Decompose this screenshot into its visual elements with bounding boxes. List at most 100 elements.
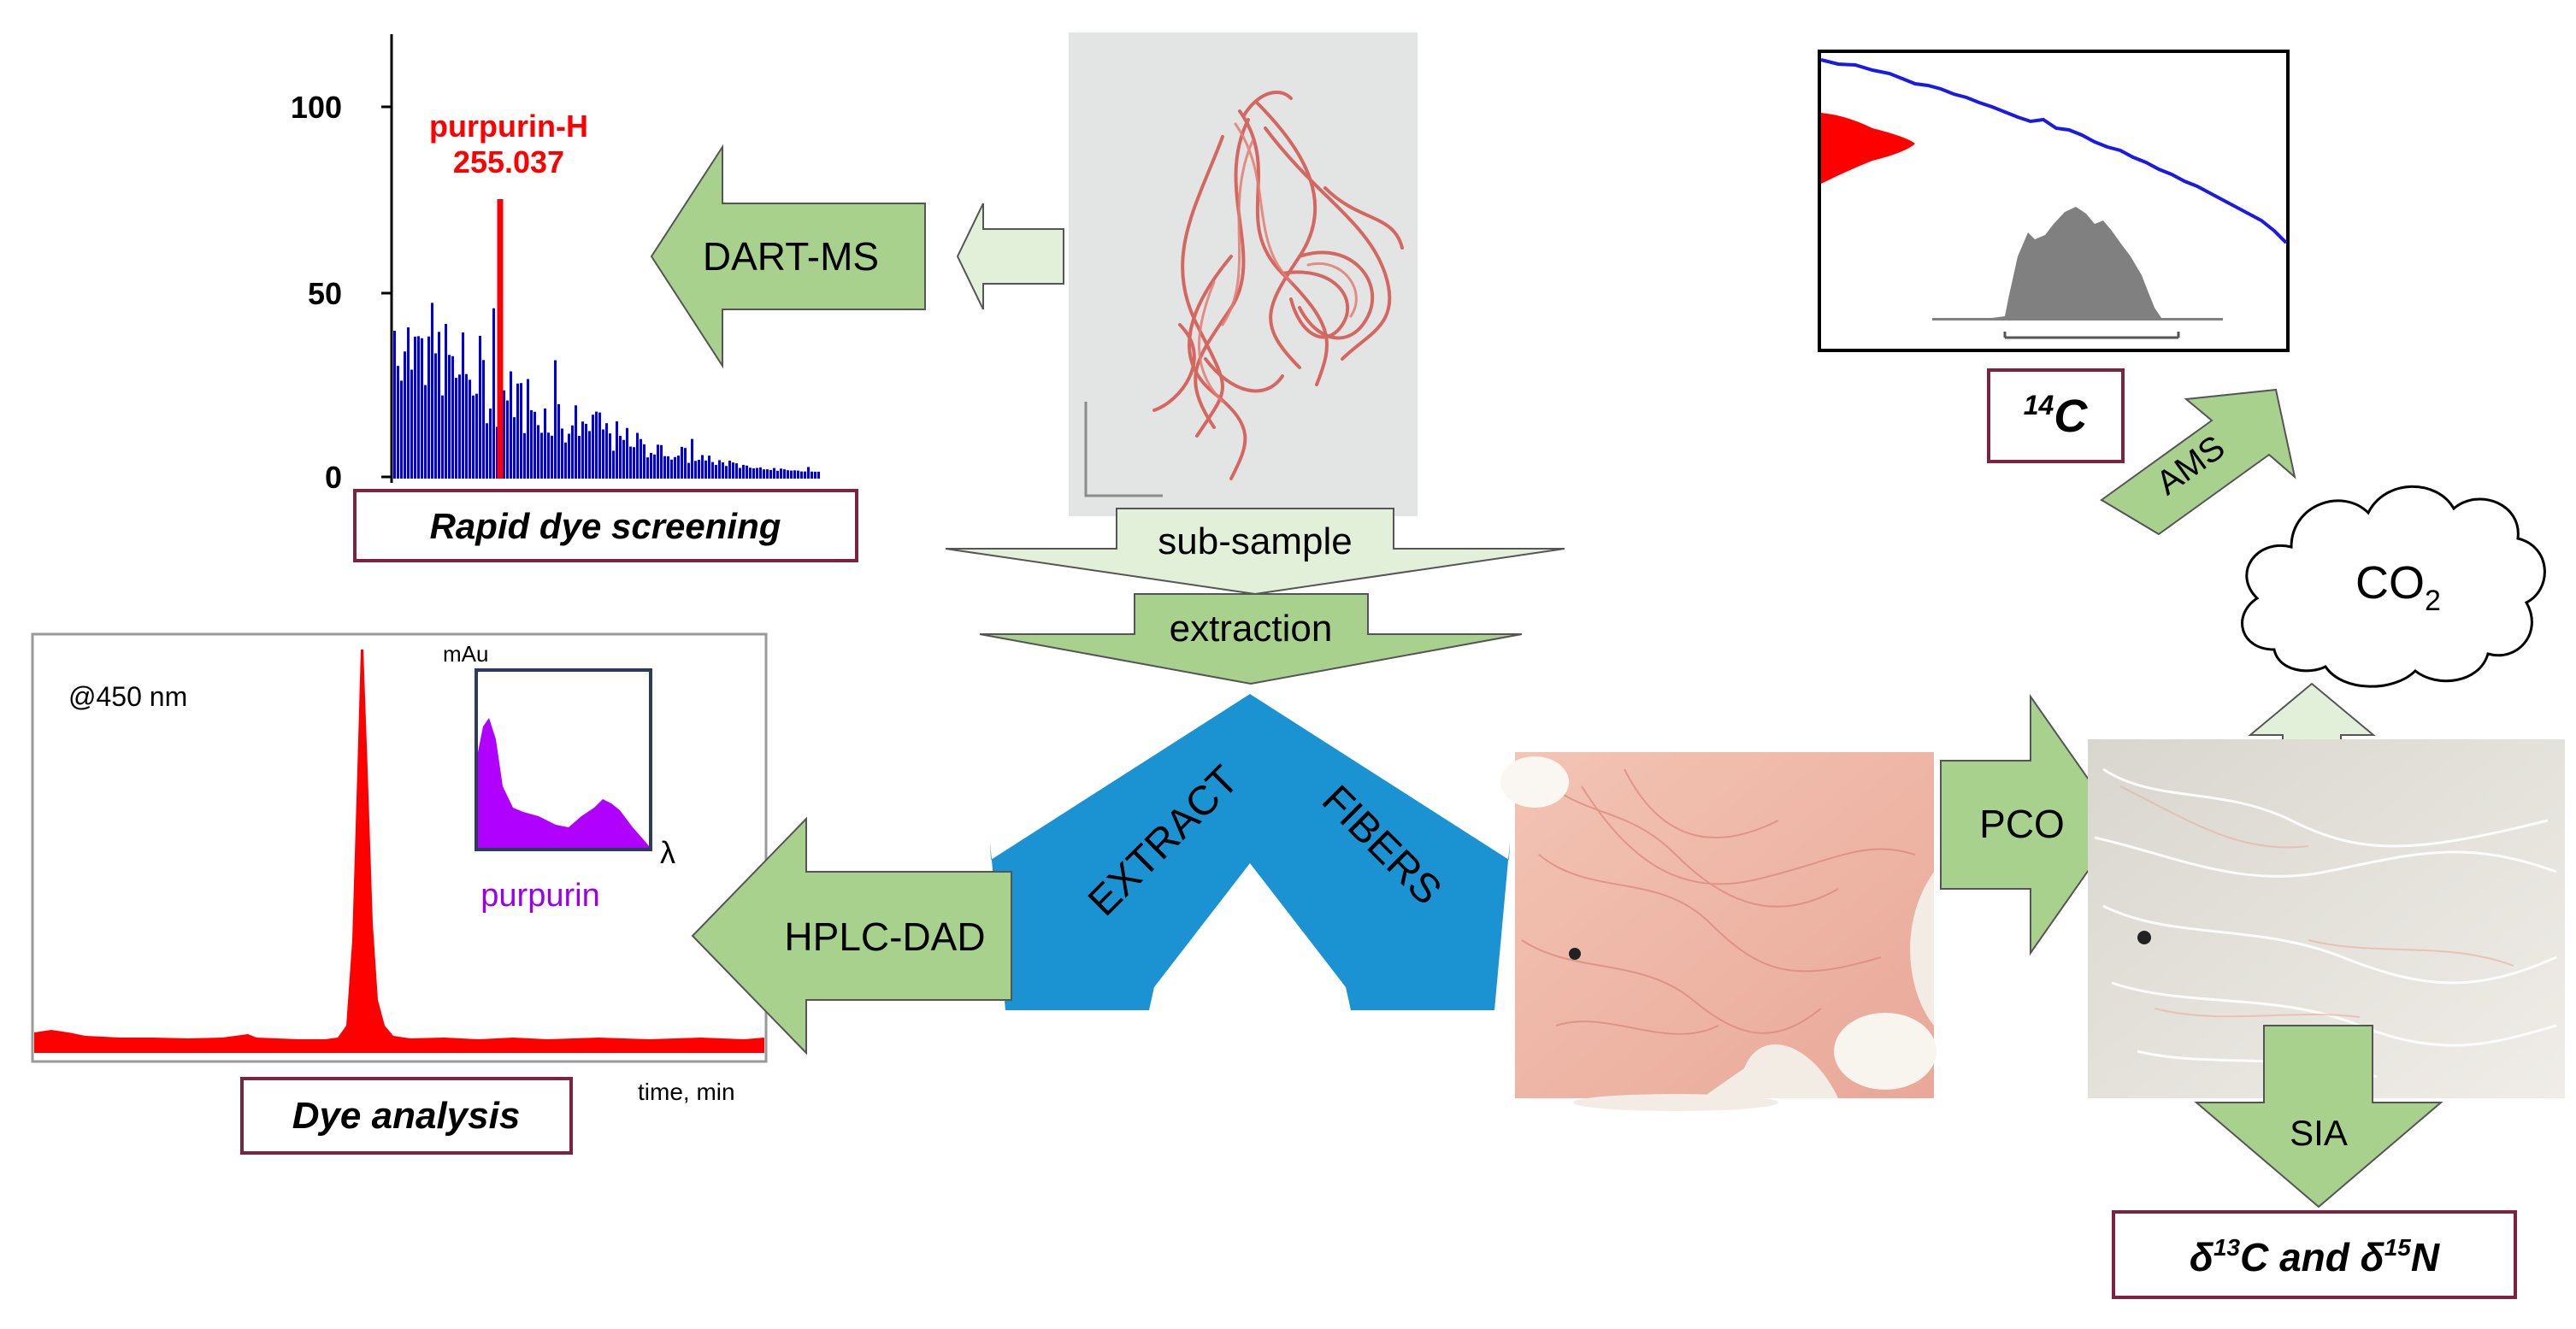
ms-bar (797, 470, 799, 479)
ms-tick-100: 100 (291, 90, 342, 125)
ms-bar (451, 356, 454, 479)
calibration-curve (1820, 58, 2288, 244)
radiocarbon-age-distribution (1821, 113, 1915, 184)
ms-bar (633, 447, 635, 479)
ms-bar (520, 383, 522, 479)
ms-bar (776, 470, 779, 479)
ms-bar (783, 469, 786, 479)
ms-bar (800, 471, 803, 479)
ms-bar (561, 428, 563, 479)
ms-bar (492, 308, 495, 479)
ms-bar (650, 452, 652, 479)
inset-lambda-label: λ (660, 835, 675, 870)
calibrated-age-distribution (1932, 207, 2223, 320)
ms-bar (752, 468, 755, 479)
hplc-dad-arrow: HPLC-DAD (691, 816, 1012, 1056)
ms-bar (780, 468, 782, 479)
ms-bar (475, 393, 478, 479)
ms-bar (711, 462, 714, 479)
ms-bar (445, 324, 447, 479)
ms-bar (749, 468, 752, 479)
ms-bar (622, 439, 625, 479)
ms-bar (787, 470, 789, 479)
ms-bar (441, 395, 444, 479)
ms-bar (677, 456, 680, 479)
sub-sample-arrow: sub-sample (945, 508, 1565, 596)
ms-tick-50: 50 (308, 276, 342, 311)
ms-bar (756, 468, 758, 479)
ms-bar (612, 450, 615, 479)
svg-text:CO2: CO2 (2355, 557, 2441, 617)
ms-bar (489, 409, 492, 479)
ms-bar (807, 467, 810, 479)
ms-peak-label: purpurin-H (429, 109, 588, 144)
ms-bar (427, 336, 430, 479)
ms-bar (715, 464, 717, 479)
ms-bar (619, 435, 622, 479)
ms-bar (687, 462, 690, 479)
ms-bar (681, 446, 683, 479)
ms-bar (510, 371, 512, 479)
ms-bar (725, 466, 728, 479)
ms-bar (670, 459, 673, 479)
ms-bar (585, 423, 587, 479)
ms-bar (790, 470, 793, 479)
ms-bar (417, 336, 420, 479)
caption-dye-analysis: Dye analysis (240, 1077, 573, 1155)
co2-cloud: CO2 (2241, 485, 2546, 688)
ms-bar (773, 468, 775, 479)
ms-bar (551, 435, 553, 479)
ms-bar (763, 469, 765, 479)
ms-bar (640, 438, 642, 479)
ms-bar (479, 335, 481, 479)
ms-bar (424, 385, 427, 479)
ms-bar (804, 471, 806, 479)
ms-bar (657, 444, 659, 479)
svg-text:δ13C and δ15N: δ13C and δ15N (2190, 1234, 2440, 1279)
ms-bar (438, 332, 440, 479)
ms-bar (701, 455, 704, 479)
ms-bar (581, 421, 584, 479)
dart-ms-arrow: DART-MS (650, 144, 926, 369)
ms-bar (557, 403, 560, 479)
ms-bar (704, 460, 707, 479)
ms-bar (742, 464, 745, 479)
pco-arrow: PCO (1940, 693, 2122, 956)
ms-bar (503, 390, 505, 479)
ms-bar (393, 330, 396, 479)
ms-bar (814, 471, 816, 479)
c14-chart (1818, 50, 2290, 352)
photo-red-fibers-subsample (1069, 32, 1418, 516)
ms-bar (643, 444, 645, 479)
ms-bar (469, 379, 471, 479)
ms-bar (609, 433, 611, 479)
ms-bar (414, 336, 416, 479)
ms-bar (793, 470, 796, 479)
ms-bar (735, 463, 738, 479)
ms-bar (537, 425, 539, 479)
svg-text:extraction: extraction (1170, 608, 1333, 650)
ms-tick-0: 0 (325, 460, 342, 495)
ms-bar (455, 378, 457, 479)
ms-bar (462, 332, 464, 479)
svg-text:Dye analysis: Dye analysis (292, 1095, 521, 1137)
svg-text:SIA: SIA (2290, 1113, 2348, 1153)
svg-text:sub-sample: sub-sample (1158, 520, 1352, 562)
ms-bar (530, 409, 533, 479)
subsample-to-dart-arrow (956, 203, 1064, 310)
ms-spectrum-chart: 100 50 0 purpurin-H 255.037 (291, 34, 820, 495)
ms-bar (811, 471, 813, 479)
ms-bar (667, 456, 669, 479)
ms-bar (404, 351, 406, 479)
ms-bar (636, 432, 639, 479)
ms-bar (605, 423, 608, 479)
inset-purpurin-label: purpurin (480, 878, 599, 914)
ms-bar (544, 408, 546, 479)
sia-arrow: SIA (2194, 1025, 2443, 1208)
ms-bar (626, 427, 628, 479)
ms-bar (472, 395, 475, 479)
ms-bar (684, 448, 687, 479)
ms-bar (616, 421, 618, 479)
ms-bar (571, 425, 574, 479)
ms-bar (660, 444, 663, 479)
